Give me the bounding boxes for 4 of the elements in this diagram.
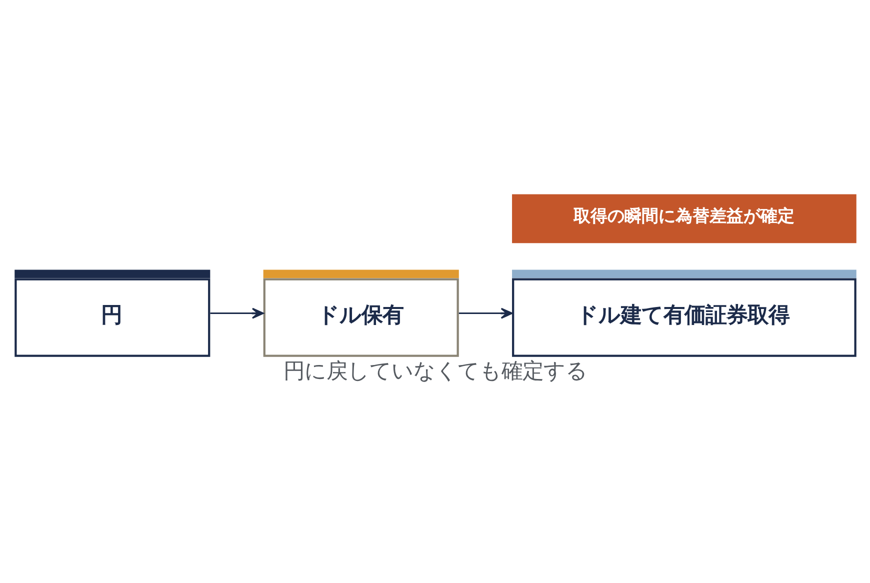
caption: 円に戻していなくても確定する [283, 359, 587, 384]
arrow [210, 308, 264, 319]
arrow [458, 308, 512, 319]
node-box: 取得の瞬間に為替差益が確定 [512, 194, 856, 244]
